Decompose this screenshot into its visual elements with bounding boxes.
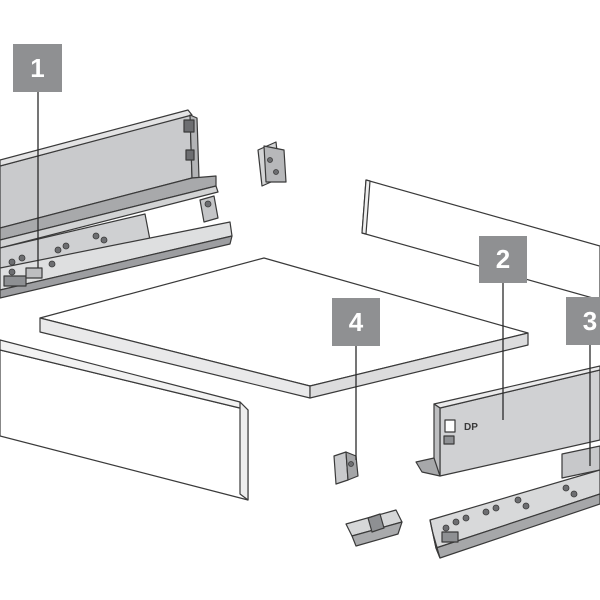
callout-1-text: 1 bbox=[30, 53, 44, 83]
svg-text:DP: DP bbox=[464, 422, 478, 433]
callout-3-text: 3 bbox=[583, 306, 597, 336]
right-runner bbox=[429, 469, 600, 559]
callout-4-box bbox=[332, 298, 380, 346]
callout-1-box bbox=[13, 44, 62, 92]
front-panel bbox=[0, 339, 249, 501]
latch-clip-left bbox=[199, 195, 219, 223]
front-bracket-part bbox=[333, 451, 359, 485]
rear-bracket bbox=[257, 141, 287, 187]
callout-4-text: 4 bbox=[349, 307, 364, 337]
leader-lines bbox=[37, 92, 591, 466]
callout-1: 1 bbox=[13, 44, 62, 92]
callout-3: 3 bbox=[566, 297, 600, 345]
left-side-profile bbox=[0, 109, 219, 249]
right-side-profile: DP bbox=[415, 365, 600, 477]
callout-2-box bbox=[479, 236, 527, 283]
callout-2: 2 bbox=[479, 236, 527, 283]
callout-3-box bbox=[566, 297, 600, 345]
locking-device bbox=[345, 509, 403, 547]
callout-4: 4 bbox=[332, 298, 380, 346]
callout-2-text: 2 bbox=[496, 244, 510, 274]
drawer-bottom-panel bbox=[39, 257, 529, 399]
